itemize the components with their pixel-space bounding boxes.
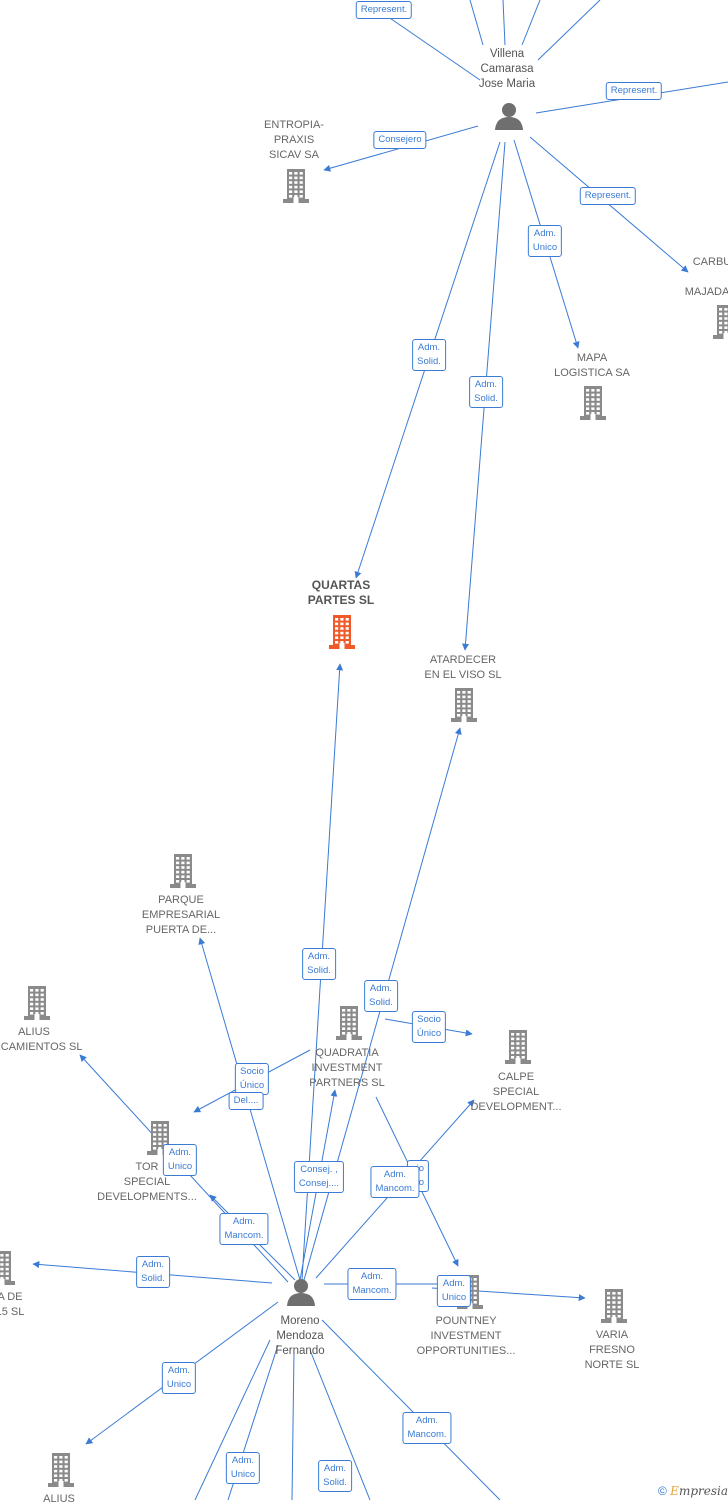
edge-label-adm-solid-leftcut[interactable]: Adm. Solid. xyxy=(136,1256,170,1288)
edge-label-socio-unico-calpe[interactable]: Socio Único xyxy=(412,1011,446,1043)
edge-line xyxy=(503,0,505,45)
building-icon xyxy=(329,615,355,649)
edge-label-adm-mancom-bottom-right[interactable]: Adm. Mancom. xyxy=(402,1412,451,1444)
node-quartas-label[interactable]: QUARTAS PARTES SL xyxy=(308,578,374,608)
edge-label-consejero[interactable]: Consejero xyxy=(373,131,426,149)
edge-label-consej-quadratia[interactable]: Consej. , Consej.... xyxy=(294,1161,344,1193)
building-icon xyxy=(451,688,477,722)
edge-label-adm-solid-bottom[interactable]: Adm. Solid. xyxy=(318,1460,352,1492)
node-varia-label[interactable]: VARIA FRESNO NORTE SL xyxy=(585,1328,640,1373)
edge-label-adm-solid-atardecer-bottom[interactable]: Adm. Solid. xyxy=(364,980,398,1012)
building-icon xyxy=(283,169,309,203)
edge-label-represent-top[interactable]: Represent. xyxy=(356,1,412,19)
edge-label-adm-solid-quartas-top[interactable]: Adm. Solid. xyxy=(412,339,446,371)
building-icon xyxy=(0,1251,15,1285)
edge-label-adm-unico-pountney[interactable]: Adm. Unico xyxy=(437,1275,471,1307)
node-carbu-label[interactable]: CARBU xyxy=(693,255,728,270)
edge-label-adm-unico-tor[interactable]: Adm. Unico xyxy=(163,1144,197,1176)
building-icon xyxy=(336,1006,362,1040)
edge-label-adm-mancom-tor[interactable]: Adm. Mancom. xyxy=(219,1213,268,1245)
copyright-symbol: © xyxy=(658,1484,667,1498)
node-pountney-label[interactable]: POUNTNEY INVESTMENT OPPORTUNITIES... xyxy=(417,1314,516,1359)
node-moreno-label[interactable]: Moreno Mendoza Fernando xyxy=(275,1314,324,1359)
building-icon xyxy=(601,1289,627,1323)
edge-label-adm-mancom-pountney[interactable]: Adm. Mancom. xyxy=(347,1268,396,1300)
building-icon xyxy=(505,1030,531,1064)
node-left-cut-label[interactable]: A DE 15 SL xyxy=(0,1290,24,1320)
edge-label-represent-right[interactable]: Represent. xyxy=(606,82,662,100)
node-atardecer-label[interactable]: ATARDECER EN EL VISO SL xyxy=(424,653,501,683)
edge-label-del-parque[interactable]: Del.... xyxy=(229,1092,264,1110)
node-quadratia-label[interactable]: QUADRATIA INVESTMENT PARTNERS SL xyxy=(309,1046,384,1091)
person-icon xyxy=(287,1279,315,1306)
node-entropia-label[interactable]: ENTROPIA- PRAXIS SICAV SA xyxy=(264,118,324,163)
building-icon xyxy=(170,854,196,888)
building-icon xyxy=(580,386,606,420)
node-alius-arcamientos-label[interactable]: ALIUS ARCAMIENTOS SL xyxy=(0,1025,83,1055)
edge-line xyxy=(538,0,600,60)
node-parque-label[interactable]: PARQUE EMPRESARIAL PUERTA DE... xyxy=(142,893,220,938)
building-icon xyxy=(48,1453,74,1487)
footer-brand: © Empresia xyxy=(658,1484,728,1498)
edge-label-adm-unico-alius2[interactable]: Adm. Unico xyxy=(162,1362,196,1394)
building-icon xyxy=(713,305,728,339)
node-majada-label[interactable]: MAJADA xyxy=(685,285,728,300)
edge-label-adm-mancom-pountney-top[interactable]: Adm. Mancom. xyxy=(370,1166,419,1198)
edge-line xyxy=(522,0,540,45)
edge-label-represent-carbu[interactable]: Represent. xyxy=(580,187,636,205)
person-icon xyxy=(495,103,523,130)
edge-label-adm-solid-atardecer-top[interactable]: Adm. Solid. xyxy=(469,376,503,408)
empresia-logo[interactable]: Empresia xyxy=(670,1484,728,1498)
edge-line xyxy=(384,14,480,80)
building-icon xyxy=(24,986,50,1020)
edge-label-adm-unico-bottom[interactable]: Adm. Unico xyxy=(226,1452,260,1484)
node-mapa-label[interactable]: MAPA LOGISTICA SA xyxy=(554,351,630,381)
node-villena-label[interactable]: Villena Camarasa Jose Maria xyxy=(479,47,535,92)
edge-label-adm-solid-quartas-bottom[interactable]: Adm. Solid. xyxy=(302,948,336,980)
edge-label-socio-unico-parque[interactable]: Socio Único xyxy=(235,1063,269,1095)
edge-line xyxy=(292,1352,294,1500)
node-calpe-label[interactable]: CALPE SPECIAL DEVELOPMENT... xyxy=(470,1070,561,1115)
brand-e: E xyxy=(670,1484,679,1498)
edge-label-adm-unico-mapa[interactable]: Adm. Unico xyxy=(528,225,562,257)
brand-rest: mpresia xyxy=(679,1484,728,1498)
edge-line xyxy=(470,0,483,45)
